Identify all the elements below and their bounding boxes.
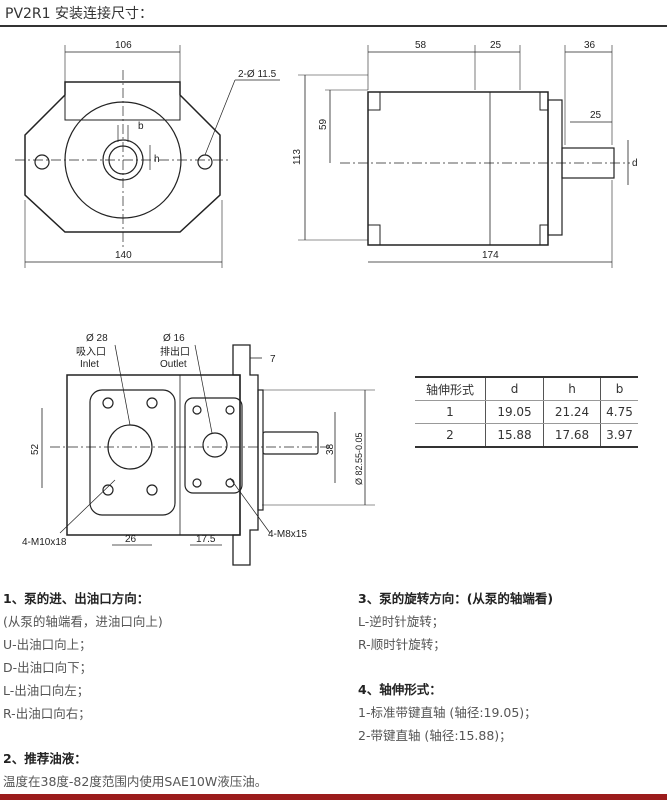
note-line: R-出油口向右； xyxy=(3,706,91,721)
dim-58: 58 xyxy=(415,40,427,51)
inlet-thread-label: 4-M10x18 xyxy=(22,537,67,548)
inlet-diameter: Ø 28 xyxy=(86,333,108,344)
footer-bar xyxy=(0,794,667,800)
dim-113: 113 xyxy=(292,149,303,165)
installation-drawing: 106 140 2-Ø 11.5 b h 58 25 36 59 xyxy=(15,40,638,566)
table-header: h xyxy=(543,376,601,401)
dim-59: 59 xyxy=(318,118,329,130)
note-line: 温度在38度-82度范围内使用SAE10W液压油。 xyxy=(3,774,268,789)
outlet-label-cn: 排出口 xyxy=(160,345,190,358)
table-cell: 19.05 xyxy=(485,400,544,424)
dim-36: 36 xyxy=(584,40,596,51)
table-cell: 21.24 xyxy=(543,400,601,424)
note-line: 1-标准带键直轴 (轴径:19.05)； xyxy=(358,705,537,720)
section-rotation-title: 3、泵的旋转方向：(从泵的轴端看) xyxy=(358,591,554,606)
title-divider xyxy=(0,25,667,27)
table-row: 2 15.88 17.68 3.97 xyxy=(415,423,638,448)
outlet-thread-label: 4-M8x15 xyxy=(268,529,307,540)
dim-140: 140 xyxy=(115,250,132,261)
port-view: Ø 28 吸入口 Inlet Ø 16 排出口 Outlet 7 52 38 Ø… xyxy=(22,333,375,566)
table-row: 1 19.05 21.24 4.75 xyxy=(415,400,638,424)
key-h-label: h xyxy=(154,154,160,165)
dim-26: 26 xyxy=(125,534,137,545)
table-cell: 3.97 xyxy=(600,423,638,448)
dim-17-5: 17.5 xyxy=(196,534,216,545)
outlet-diameter: Ø 16 xyxy=(163,333,185,344)
note-line: 2-带键直轴 (轴径:15.88)； xyxy=(358,728,512,743)
section-shaft-title: 4、轴伸形式： xyxy=(358,682,442,697)
dim-174: 174 xyxy=(482,250,499,261)
notes-left: 1、泵的进、出油口方向： (从泵的轴端看，进油口向上) U-出油口向上； D-出… xyxy=(3,587,267,793)
shaft-spec-table: 轴伸形式 d h b 1 19.05 21.24 4.75 2 15.88 17… xyxy=(415,376,638,448)
inlet-label-en: Inlet xyxy=(80,359,99,370)
dim-pilot-diameter: Ø 82.55-0.05 xyxy=(354,432,364,485)
page-title: PV2R1 安装连接尺寸： xyxy=(5,6,154,22)
table-header-row: 轴伸形式 d h b xyxy=(415,376,638,401)
dim-52: 52 xyxy=(30,443,41,455)
side-view: 58 25 36 59 113 174 25 d xyxy=(292,40,638,268)
table-cell: 4.75 xyxy=(600,400,638,424)
note-line: L-逆时针旋转； xyxy=(358,614,445,629)
inlet-label-cn: 吸入口 xyxy=(76,347,106,358)
note-line: (从泵的轴端看，进油口向上) xyxy=(3,614,163,629)
dim-38: 38 xyxy=(325,443,336,455)
table-cell: 17.68 xyxy=(543,423,601,448)
note-line: R-顺时针旋转； xyxy=(358,637,446,652)
dim-shaft-25: 25 xyxy=(590,110,602,121)
key-b-label: b xyxy=(138,121,144,132)
dim-d: d xyxy=(632,158,638,169)
dim-106: 106 xyxy=(115,40,132,51)
table-header: 轴伸形式 xyxy=(415,376,486,401)
table-cell: 1 xyxy=(415,400,486,424)
note-line: D-出油口向下； xyxy=(3,660,93,675)
table-header: b xyxy=(600,376,638,401)
dim-7: 7 xyxy=(270,354,276,365)
table-cell: 2 xyxy=(415,423,486,448)
holes-label: 2-Ø 11.5 xyxy=(238,69,277,80)
note-line: L-出油口向左； xyxy=(3,683,90,698)
notes-right: 3、泵的旋转方向：(从泵的轴端看) L-逆时针旋转； R-顺时针旋转； 4、轴伸… xyxy=(358,587,553,747)
table-header: d xyxy=(485,376,544,401)
section-port-direction-title: 1、泵的进、出油口方向： xyxy=(3,591,150,606)
outlet-label-en: Outlet xyxy=(160,359,187,370)
note-line: U-出油口向上； xyxy=(3,637,92,652)
section-oil-title: 2、推荐油液： xyxy=(3,751,87,766)
front-view: 106 140 2-Ø 11.5 b h xyxy=(15,40,280,268)
dim-25: 25 xyxy=(490,40,502,51)
table-cell: 15.88 xyxy=(485,423,544,448)
